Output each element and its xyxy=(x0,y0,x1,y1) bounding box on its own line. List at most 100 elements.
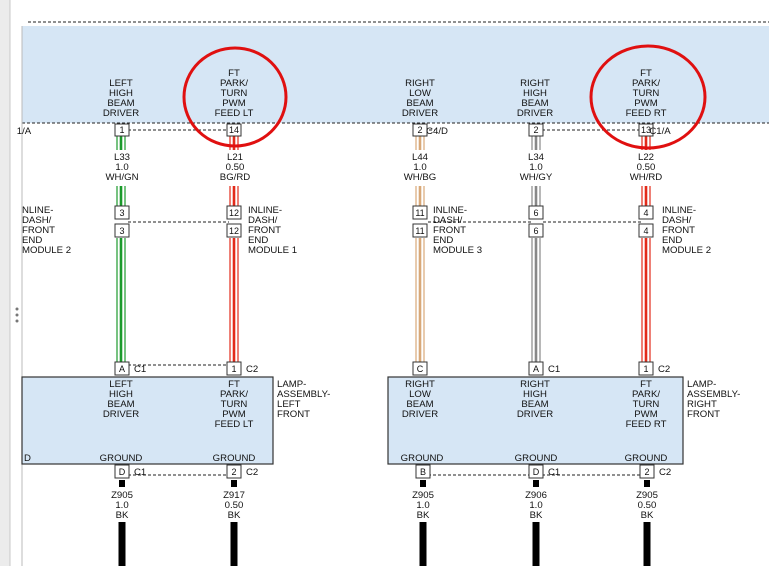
inline-lower-pin-1-box xyxy=(226,223,242,238)
inline-lower-pin-2-box xyxy=(412,223,428,238)
top-pin-0-box xyxy=(114,123,130,137)
lamp-bottom-pin-2-box xyxy=(415,464,431,479)
lamp-top-conn-0: C1 xyxy=(134,364,146,375)
lamp-bottom-conn-3: C1 xyxy=(548,467,560,478)
inline-lower-pin-3-box xyxy=(528,223,544,238)
lamp-assembly-left-front-block xyxy=(21,376,274,465)
inline-lower-pin-2: 11 xyxy=(415,226,424,236)
lamp-top-pin-4: 1 xyxy=(643,364,648,374)
lamp-right-ground-3: GROUND xyxy=(625,453,668,464)
connector-c4d-label: C4/D xyxy=(426,126,448,137)
lamp-bottom-conn-0: C1 xyxy=(134,467,146,478)
highlight-circle-feed-lt xyxy=(182,46,288,148)
lamp-assembly-right-front-block xyxy=(387,376,684,465)
lamp-bottom-pin-0-box xyxy=(114,464,130,479)
lamp-bottom-pin-4-box xyxy=(639,464,655,479)
lamp-bottom-pin-3-box xyxy=(528,464,544,479)
lamp-bottom-conn-1: C2 xyxy=(246,467,258,478)
inline-upper-pin-1: 12 xyxy=(229,208,239,218)
inline-lower-pin-4: 4 xyxy=(643,226,648,236)
inline-upper-pin-1-box xyxy=(226,205,242,220)
module-band xyxy=(22,26,769,123)
lamp-top-pin-2-box xyxy=(412,361,428,376)
inline-lower-pin-0: 3 xyxy=(119,226,124,236)
lamp-bottom-conn-4: C2 xyxy=(659,467,671,478)
top-pin-0: 1 xyxy=(119,125,124,135)
lamp-bottom-pin-1: 2 xyxy=(231,467,236,477)
inline-lower-pin-4-box xyxy=(638,223,654,238)
lamp-top-pin-4-box xyxy=(638,361,654,376)
inline-upper-pin-2-box xyxy=(412,205,428,220)
lamp-top-conn-3: C1 xyxy=(548,364,560,375)
lamp-right-ground-2: GROUND xyxy=(515,453,558,464)
inline-lower-pin-0-box xyxy=(114,223,130,238)
inline-upper-pin-3: 6 xyxy=(533,208,538,218)
top-pin-1-box xyxy=(226,123,242,137)
lamp-top-pin-2: C xyxy=(417,364,424,374)
lamp-top-pin-3: A xyxy=(533,364,539,374)
left-panel-strip xyxy=(0,0,10,566)
lamp-left-ground-cut-label: D xyxy=(24,453,31,464)
top-pin-2-box xyxy=(412,123,428,137)
connector-c1a-right-label: C1/A xyxy=(649,126,671,137)
lamp-top-pin-3-box xyxy=(528,361,544,376)
highlight-circle-feed-rt xyxy=(589,44,707,150)
lamp-top-pin-1-box xyxy=(226,361,242,376)
lamp-top-conn-1: C2 xyxy=(246,364,258,375)
top-pin-2: 2 xyxy=(417,125,422,135)
inline-upper-pin-3-box xyxy=(528,205,544,220)
inline-upper-pin-0-box xyxy=(114,205,130,220)
lamp-right-ground-1: GROUND xyxy=(401,453,444,464)
top-pin-1: 14 xyxy=(229,125,239,135)
lamp-bottom-pin-1-box xyxy=(226,464,242,479)
lamp-bottom-pin-4: 2 xyxy=(644,467,649,477)
top-pin-4: 13 xyxy=(641,125,651,135)
lamp-bottom-pin-0: D xyxy=(119,467,126,477)
lamp-bottom-pin-3: D xyxy=(533,467,540,477)
lamp-top-pin-1: 1 xyxy=(231,364,236,374)
wire-group xyxy=(116,136,651,566)
lamp-bottom-pin-2: B xyxy=(420,467,426,477)
lamp-left-ground-1: GROUND xyxy=(100,453,143,464)
lamp-top-pin-0-box xyxy=(114,361,130,376)
inline-upper-pin-2: 11 xyxy=(415,208,424,218)
lamp-left-ground-2: GROUND xyxy=(213,453,256,464)
inline-lower-pin-1: 12 xyxy=(229,226,239,236)
inline-lower-pin-3: 6 xyxy=(533,226,538,236)
inline-upper-pin-0: 3 xyxy=(119,208,124,218)
top-pin-4-box xyxy=(638,123,654,137)
vertical-dots-icon[interactable] xyxy=(15,307,19,323)
top-pin-3: 2 xyxy=(533,125,538,135)
lamp-top-conn-4: C2 xyxy=(658,364,670,375)
